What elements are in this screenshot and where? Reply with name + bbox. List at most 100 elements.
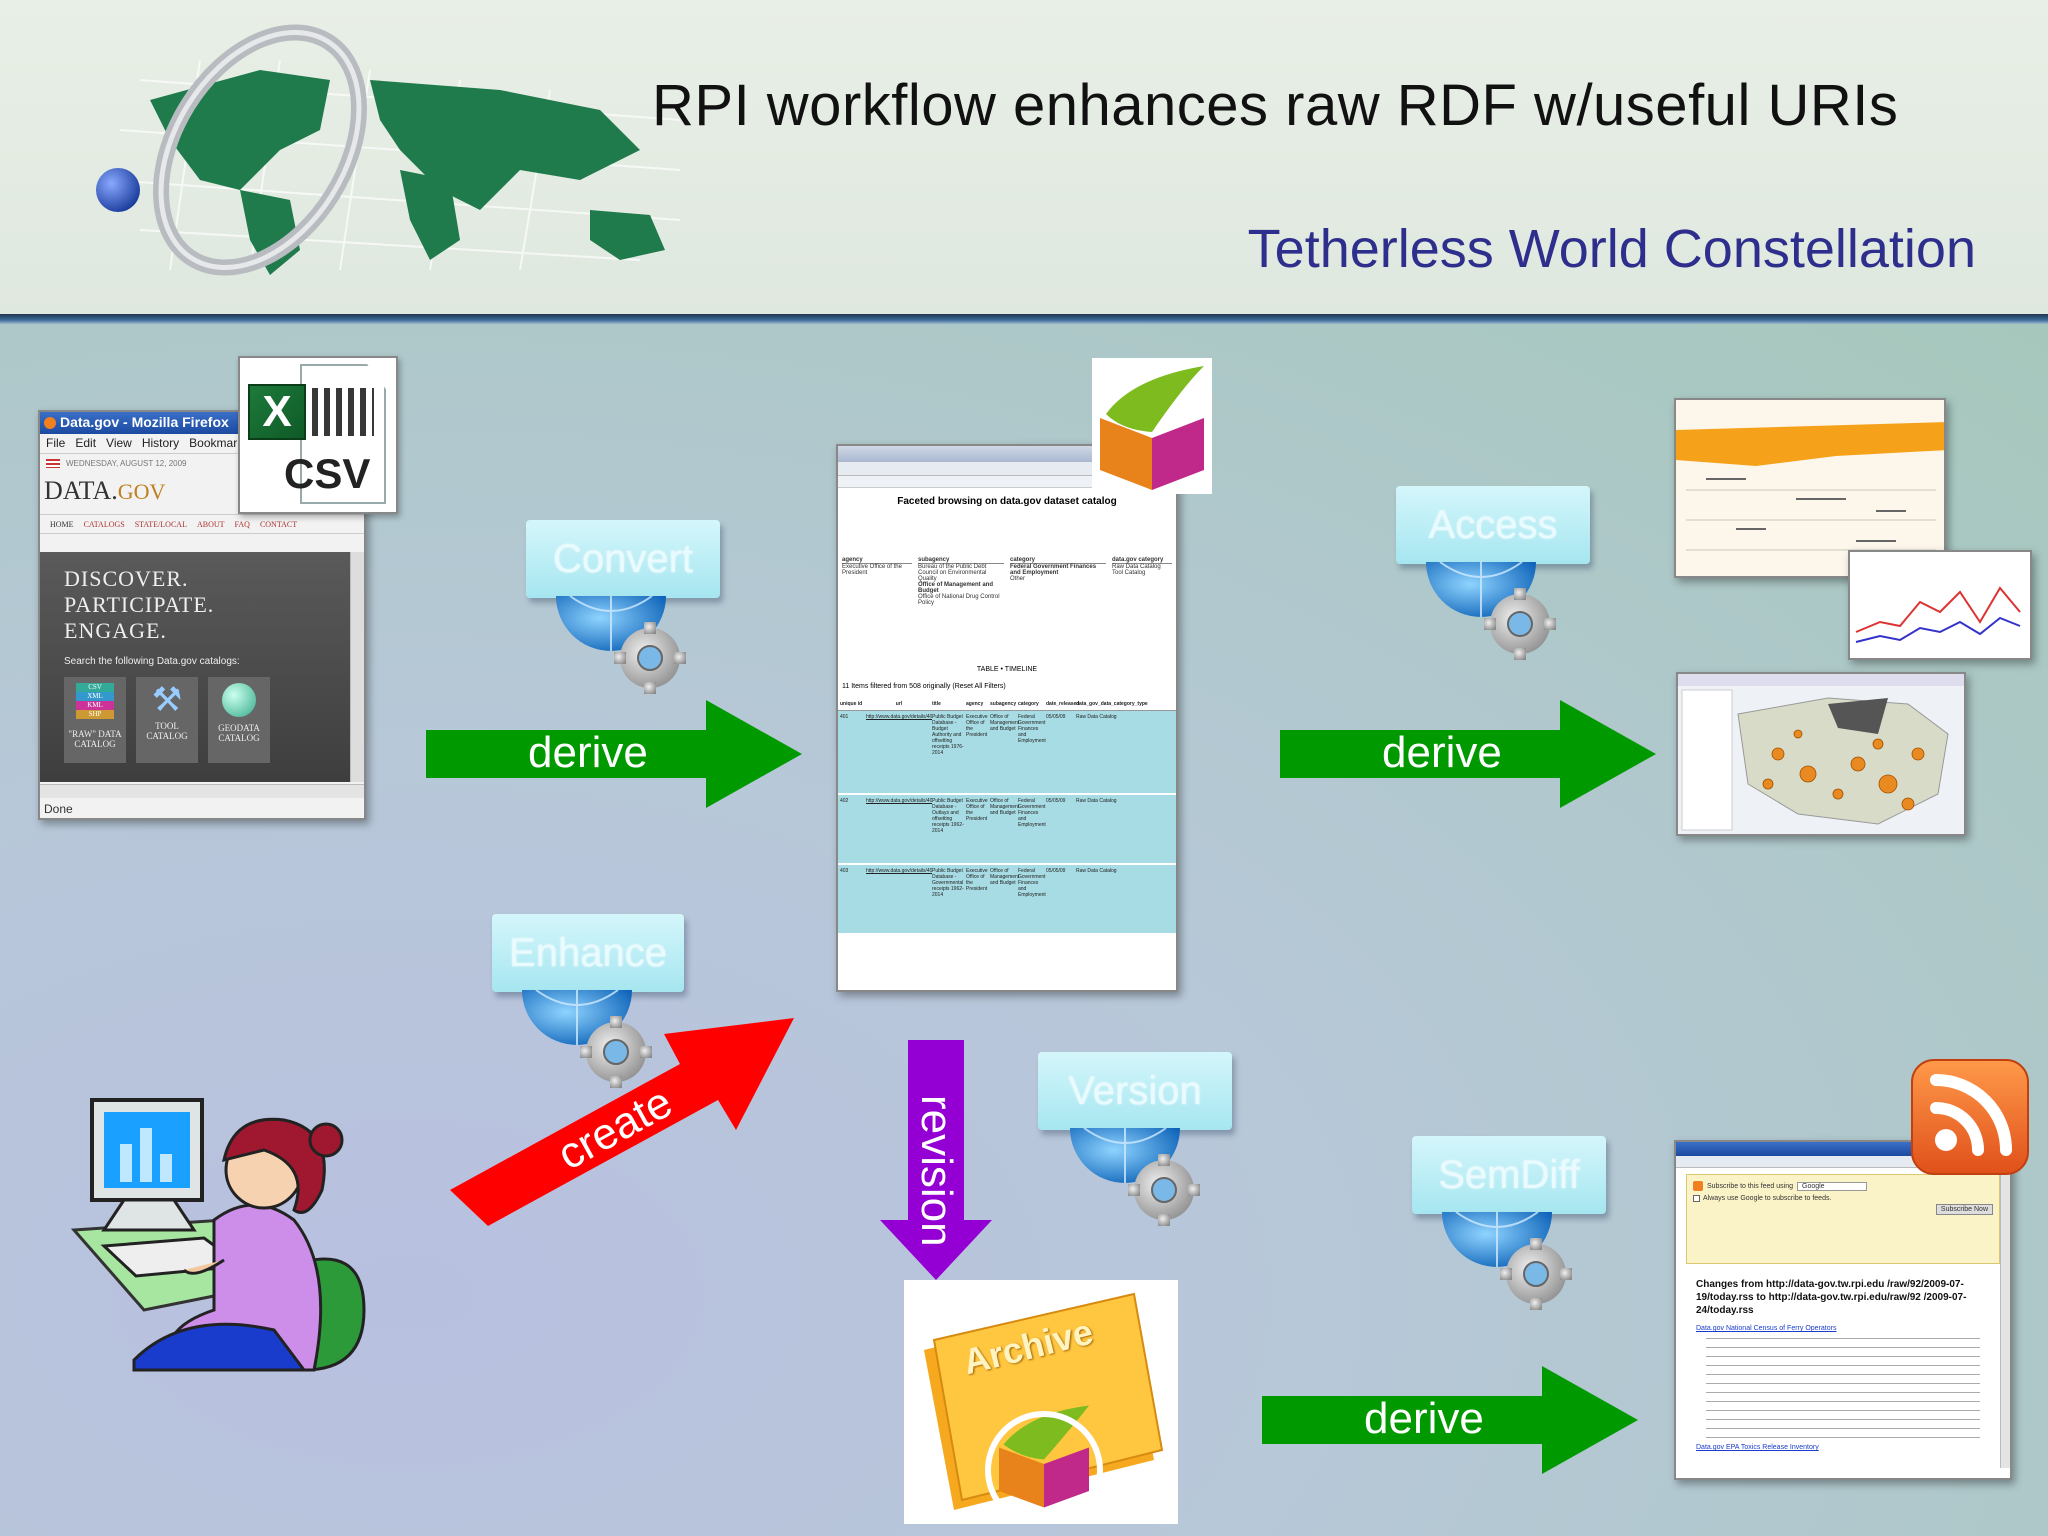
subscribe-now-button[interactable]: Subscribe Now	[1935, 1204, 1993, 1215]
slide-title: RPI workflow enhances raw RDF w/useful U…	[652, 73, 1899, 138]
table-cell: 05/05/09	[1046, 714, 1066, 720]
logo-main: DATA.	[44, 476, 118, 505]
nav-home[interactable]: HOME	[50, 520, 74, 529]
window-title: Data.gov - Mozilla Firefox	[60, 414, 229, 430]
person-at-computer-icon	[70, 1098, 366, 1372]
table-cell: 05/05/09	[1046, 798, 1066, 804]
revision-label: revision	[912, 1095, 961, 1247]
feed-item-link[interactable]: Data.gov EPA Toxics Release Inventory	[1696, 1444, 1819, 1451]
catalog-geodata[interactable]: GEODATA CATALOG	[208, 677, 270, 763]
firefox-icon	[44, 417, 56, 430]
table-cell: 402	[840, 798, 849, 804]
column-header[interactable]: data_gov_data_category_type	[1076, 701, 1148, 707]
column-header[interactable]: title	[932, 701, 941, 707]
table-cell: Raw Data Catalog	[1076, 714, 1117, 720]
slide-header: RPI workflow enhances raw RDF w/useful U…	[0, 0, 2048, 318]
catalog-tool[interactable]: ⚒ TOOL CATALOG	[136, 677, 198, 763]
logo-sub: GOV	[117, 479, 166, 504]
semdiff-step-box: SemDiff	[1412, 1136, 1606, 1214]
facet-subagency-value[interactable]: Office of National Drug Control Policy	[918, 594, 1000, 606]
derive-label-3: derive	[1364, 1394, 1484, 1443]
table-cell[interactable]: http://www.data.gov/details/403	[866, 868, 932, 874]
facet-datagov-title: data.gov category	[1112, 557, 1172, 564]
reader-select[interactable]: Google	[1797, 1181, 1867, 1191]
nav-faq[interactable]: FAQ	[234, 520, 250, 529]
access-step-box: Access	[1396, 486, 1590, 564]
catalog-raw-label: "RAW" DATA CATALOG	[68, 729, 122, 749]
revision-arrow: revision	[880, 1040, 992, 1280]
derive-arrow-2: derive	[1280, 700, 1656, 808]
derive-label-2: derive	[1382, 728, 1502, 777]
column-header[interactable]: subagency	[990, 701, 1017, 707]
column-header[interactable]: url	[895, 701, 903, 707]
datagov-logo: DATA.GOV	[40, 472, 364, 508]
access-globe-gear-icon	[1426, 562, 1556, 660]
status-bar-text: Done	[44, 802, 73, 816]
feed-item-details	[1706, 1338, 1980, 1438]
facet-datagov-value[interactable]: Tool Catalog	[1112, 570, 1146, 576]
facet-datagov-value[interactable]: Raw Data Catalog	[1112, 564, 1161, 570]
table-cell: Public Budget Database - Governmental re…	[932, 868, 964, 898]
facet-subagency-value[interactable]: Bureau of the Public Debt	[918, 564, 987, 570]
timeline-visualization-screenshot	[1674, 398, 1946, 578]
facet-category-value[interactable]: Other	[1010, 576, 1026, 582]
nav-catalogs[interactable]: CATALOGS	[83, 520, 125, 529]
faceted-heading: Faceted browsing on data.gov dataset cat…	[897, 496, 1117, 507]
window-title-bar	[838, 446, 1176, 462]
table-cell[interactable]: http://www.data.gov/details/401	[866, 714, 932, 720]
table-cell: Office of Management and Budget	[990, 868, 1020, 886]
facet-subagency-value[interactable]: Office of Management and Budget	[918, 582, 994, 594]
rss-feed-icon[interactable]	[1910, 1058, 2030, 1176]
facet-subagency-value[interactable]: Council on Environmental Quality	[918, 570, 987, 582]
catalog-raw-data[interactable]: CSV XML KML SHP "RAW" DATA CATALOG	[64, 677, 126, 763]
changes-heading: Changes from http://data-gov.tw.rpi.edu …	[1696, 1279, 1967, 1316]
facet-category: category Federal Government Finances and…	[1010, 557, 1106, 606]
results-table: unique id url title agency subagency cat…	[838, 698, 1176, 935]
table-cell[interactable]: http://www.data.gov/details/402	[866, 798, 932, 804]
catalog-tool-label: TOOL CATALOG	[146, 721, 188, 741]
menu-history[interactable]: History	[141, 436, 180, 450]
menu-bookmarks[interactable]: Bookmarks	[189, 436, 250, 450]
nav-about[interactable]: ABOUT	[196, 520, 225, 529]
create-arrow: create	[450, 1010, 800, 1240]
tools-icon: ⚒	[151, 682, 183, 719]
facet-category-value[interactable]: Federal Government Finances and Employme…	[1010, 564, 1097, 576]
horizontal-scrollbar[interactable]	[40, 784, 364, 798]
badge-xml: XML	[76, 692, 114, 701]
table-cell: 401	[840, 714, 849, 720]
vertical-scrollbar[interactable]	[2000, 1168, 2010, 1468]
view-toggle[interactable]: TABLE • TIMELINE	[976, 666, 1038, 673]
menu-edit[interactable]: Edit	[75, 436, 97, 450]
csv-label: CSV	[284, 450, 371, 497]
flag-icon	[46, 458, 60, 468]
table-cell: Federal Government Finances and Employme…	[1018, 714, 1046, 744]
address-bar	[838, 462, 1176, 476]
vertical-scrollbar[interactable]	[350, 552, 364, 782]
facet-subagency-title: subagency	[918, 557, 1004, 564]
badge-kml: KML	[76, 701, 114, 710]
always-checkbox[interactable]	[1693, 1195, 1700, 1202]
table-cell: Raw Data Catalog	[1076, 868, 1117, 874]
menu-file[interactable]: File	[46, 436, 66, 450]
feed-item-link[interactable]: Data.gov National Census of Ferry Operat…	[1696, 1325, 1837, 1332]
version-step-box: Version	[1038, 1052, 1232, 1130]
menu-view[interactable]: View	[106, 436, 132, 450]
hero-panel: DISCOVER. PARTICIPATE. ENGAGE. Search th…	[40, 552, 350, 782]
date-bar: WEDNESDAY, AUGUST 12, 2009	[40, 454, 364, 472]
enhance-globe-gear-icon	[522, 990, 652, 1088]
rss-small-icon	[1693, 1181, 1703, 1191]
facet-panels: agency Executive Office of the President…	[838, 557, 1176, 606]
column-header[interactable]: unique id	[840, 701, 863, 707]
nav-contact[interactable]: CONTACT	[259, 520, 298, 529]
column-header[interactable]: category	[1018, 701, 1039, 707]
column-header[interactable]: agency	[966, 701, 984, 707]
globe-icon	[222, 683, 256, 717]
facet-agency-value[interactable]: Executive Office of the President	[842, 564, 902, 576]
nav-state-local[interactable]: STATE/LOCAL	[134, 520, 187, 529]
table-cell: Federal Government Finances and Employme…	[1018, 868, 1046, 898]
column-header[interactable]: date_released	[1046, 701, 1080, 707]
line-chart-screenshot	[1848, 550, 2032, 660]
